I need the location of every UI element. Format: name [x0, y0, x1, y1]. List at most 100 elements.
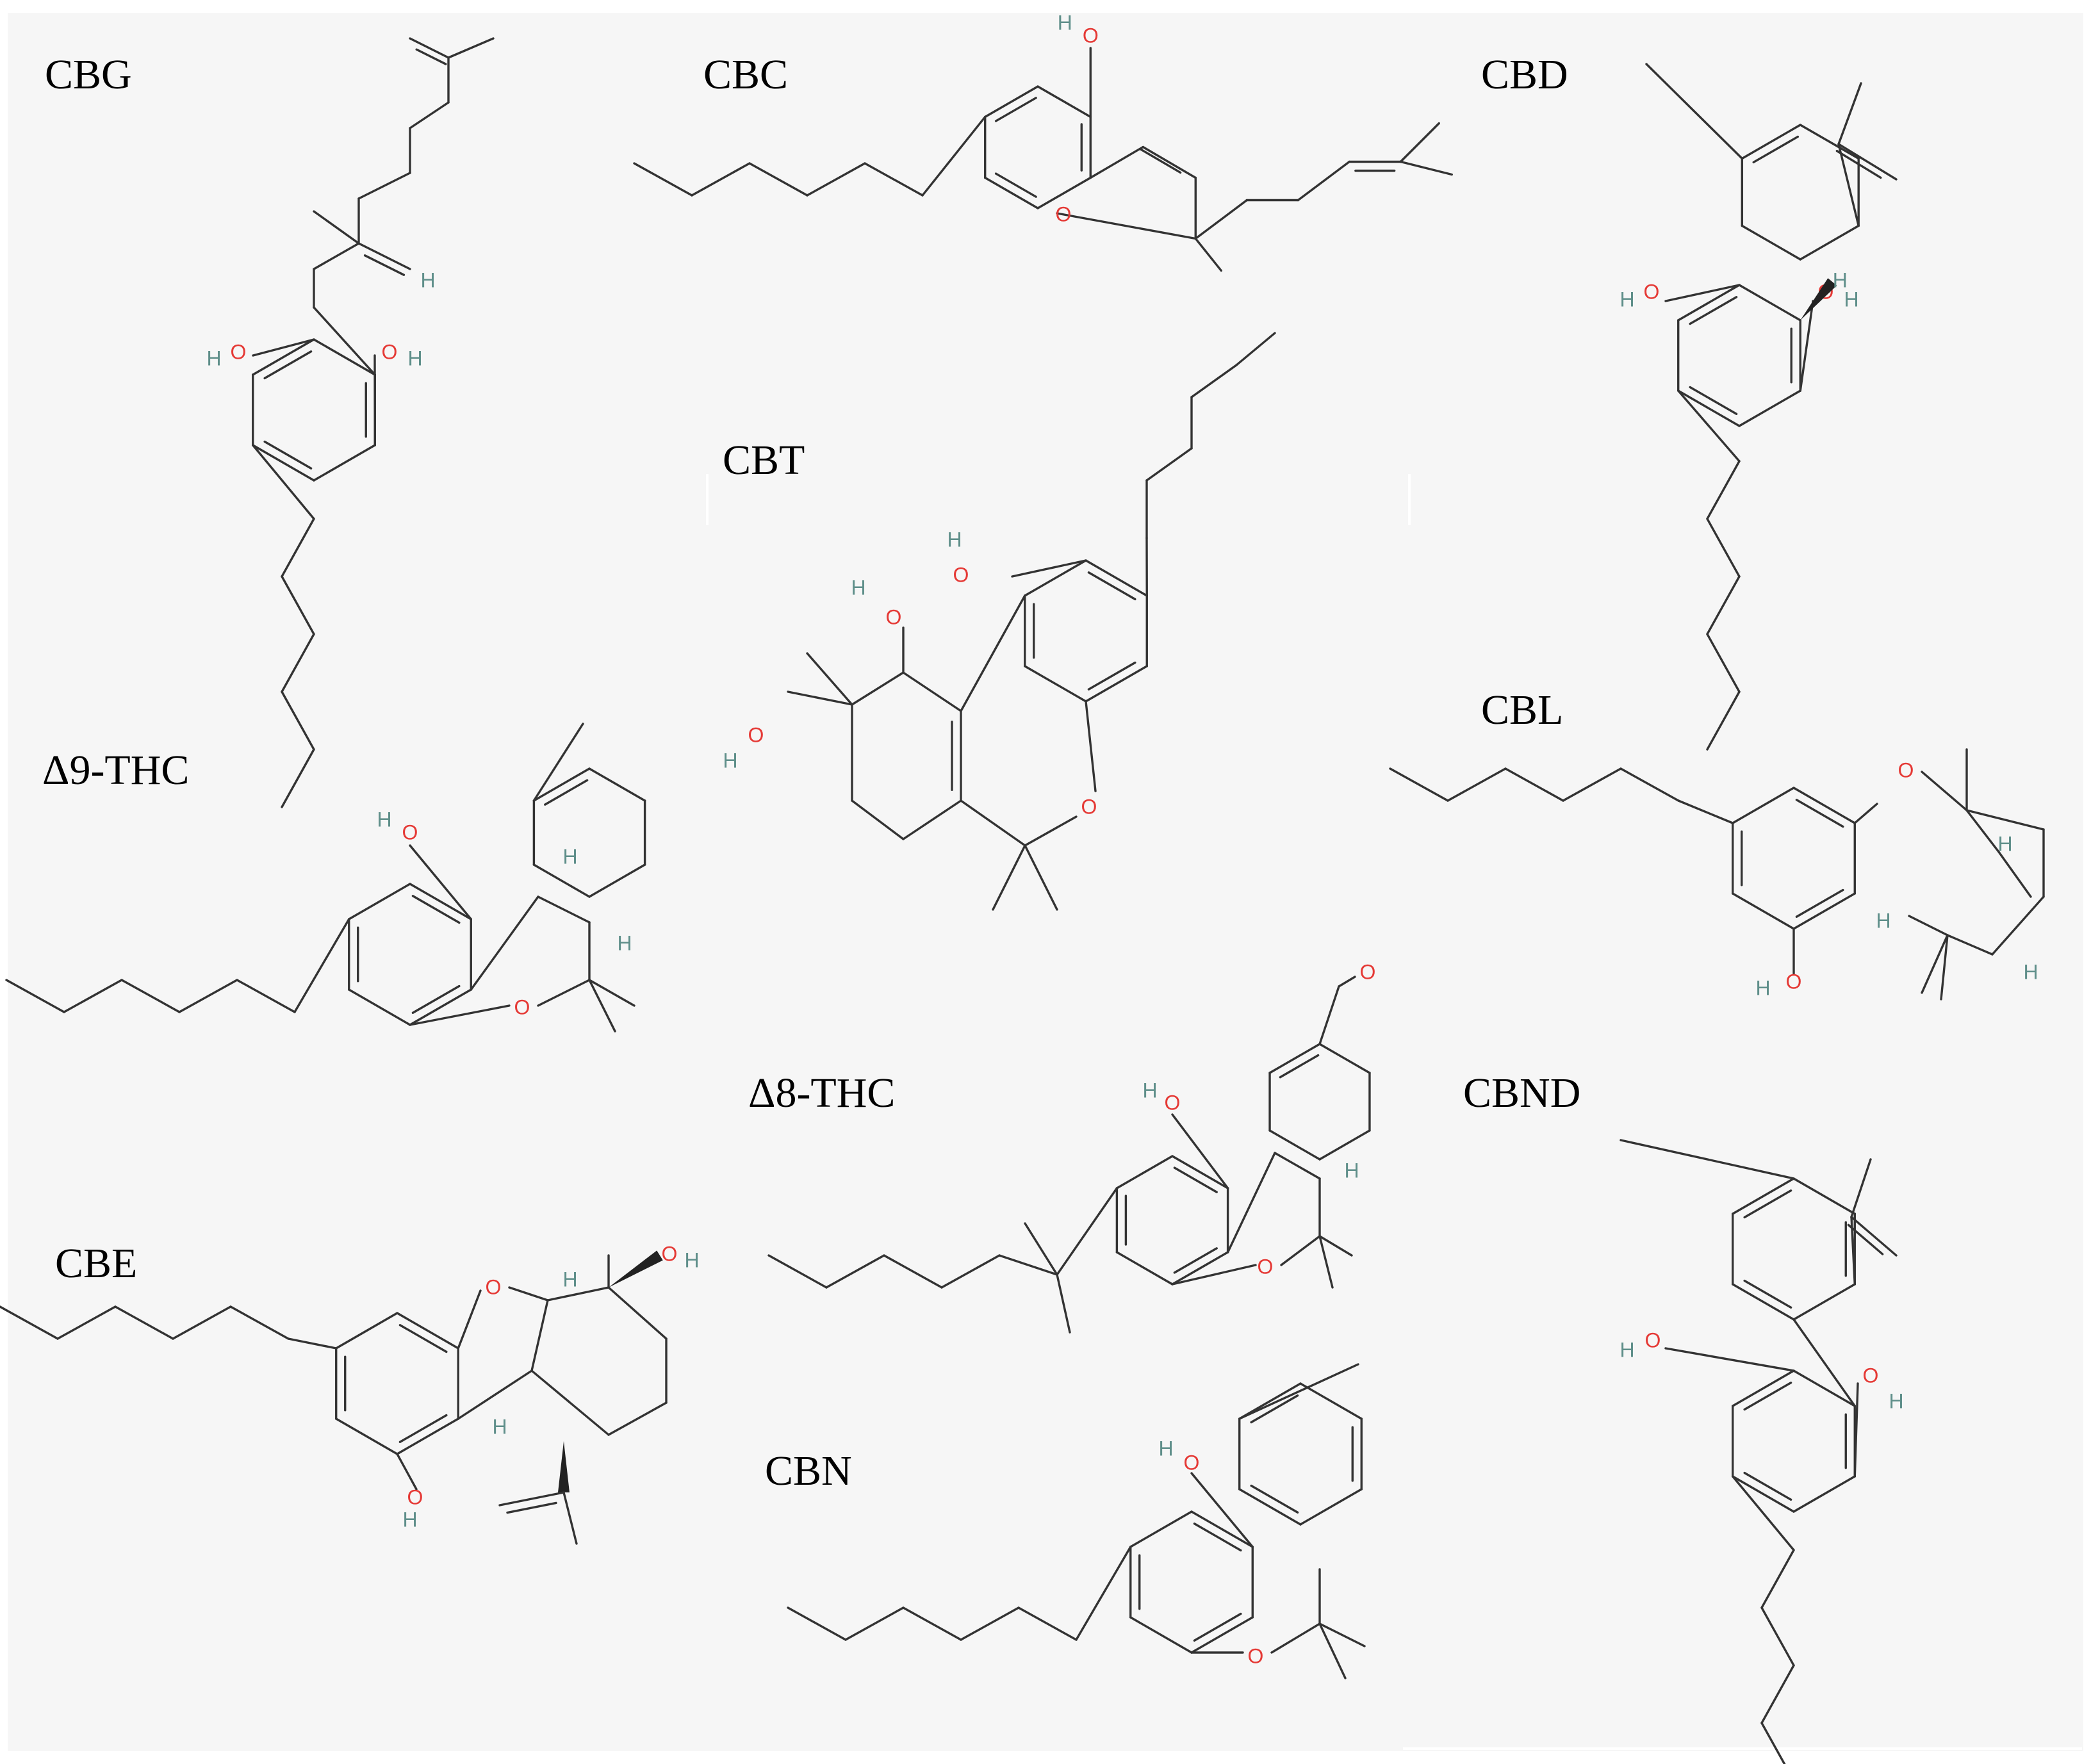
- hydrogen-atom: H: [851, 576, 865, 599]
- bond: [313, 306, 376, 376]
- bond: [1318, 1622, 1347, 1679]
- bond: [1760, 1722, 1786, 1764]
- bond: [1921, 771, 1968, 812]
- bond: [532, 863, 591, 898]
- bond: [1145, 447, 1193, 482]
- double-bond: [1847, 1223, 1884, 1255]
- bond: [1297, 160, 1350, 202]
- double-bond: [1795, 888, 1844, 918]
- bond: [252, 338, 315, 376]
- oxygen-atom: O: [1644, 280, 1660, 303]
- bond: [1792, 1318, 1856, 1407]
- bond: [409, 37, 450, 59]
- hydrogen-atom: H: [684, 1248, 699, 1271]
- double-bond: [1743, 1382, 1792, 1411]
- bond: [1760, 1549, 1795, 1609]
- oxygen-atom: O: [1081, 795, 1097, 818]
- bond: [1299, 1382, 1363, 1420]
- double-bond: [411, 984, 461, 1014]
- bond: [63, 979, 123, 1013]
- bond: [902, 671, 962, 712]
- wedge-bond: [1800, 278, 1837, 320]
- bond: [767, 1254, 828, 1289]
- bond: [1338, 976, 1356, 988]
- bond: [1792, 1475, 1856, 1513]
- hydrogen-atom: H: [1889, 1389, 1903, 1412]
- bond: [532, 723, 584, 802]
- double-bond: [263, 440, 313, 470]
- bond: [1760, 1606, 1795, 1667]
- oxygen-atom: O: [382, 340, 398, 363]
- compound-name-cbc: CBC: [703, 51, 788, 98]
- bond: [825, 1254, 885, 1289]
- hydrogen-atom: H: [1158, 1437, 1173, 1460]
- bond: [313, 444, 376, 482]
- double-bond: [1743, 1279, 1792, 1309]
- bond: [1268, 1129, 1321, 1161]
- bond: [806, 162, 866, 197]
- bond: [1299, 1488, 1363, 1526]
- bond: [470, 895, 539, 991]
- bond: [1085, 700, 1097, 792]
- bond: [1732, 1283, 1795, 1321]
- bond: [1274, 1152, 1321, 1180]
- bond: [960, 594, 1026, 712]
- bond: [409, 883, 472, 920]
- bond: [1447, 767, 1507, 802]
- oxygen-atom: O: [748, 723, 764, 746]
- bond: [229, 1305, 290, 1340]
- bond: [1056, 212, 1197, 240]
- bond: [0, 1305, 59, 1340]
- bond: [1024, 815, 1078, 847]
- oxygen-atom: O: [1056, 202, 1072, 225]
- bond: [1792, 892, 1856, 930]
- oxygen-atom: O: [1898, 758, 1914, 781]
- bond: [1799, 224, 1860, 261]
- bond: [1268, 1043, 1321, 1074]
- bond: [633, 162, 693, 197]
- oxygen-atom: O: [662, 1242, 678, 1265]
- bond: [498, 1491, 565, 1507]
- hydrogen-atom: H: [402, 1508, 417, 1531]
- double-bond: [1835, 149, 1882, 179]
- bond: [1991, 895, 2045, 956]
- bond: [396, 1417, 459, 1455]
- bond: [1171, 1264, 1257, 1286]
- bond: [1792, 1283, 1856, 1321]
- bond: [1792, 1369, 1856, 1407]
- bond: [1238, 1363, 1359, 1420]
- bond: [984, 176, 1039, 209]
- bond: [588, 979, 636, 1007]
- hydrogen-atom: H: [420, 268, 435, 291]
- hydrogen-atom: H: [1876, 909, 1890, 932]
- bond: [1142, 145, 1197, 179]
- compound-name-d8thc: Δ8-THC: [748, 1070, 895, 1116]
- bond: [1732, 892, 1795, 930]
- hydrogen-atom: H: [1997, 832, 2012, 855]
- compound-name-cbg: CBG: [45, 51, 132, 98]
- bond: [851, 799, 905, 840]
- oxygen-atom: O: [407, 1485, 423, 1508]
- bond: [1853, 803, 1878, 824]
- bond: [1741, 224, 1801, 261]
- bond: [508, 1286, 549, 1302]
- oxygen-atom: O: [1258, 1255, 1274, 1278]
- hydrogen-atom: H: [947, 528, 962, 551]
- hydrogen-atom: H: [1620, 288, 1634, 311]
- hydrogen-atom: H: [1833, 268, 1848, 291]
- bond: [1997, 851, 2032, 898]
- bond: [607, 1286, 668, 1340]
- bond: [1921, 934, 1949, 994]
- bond: [1706, 460, 1741, 520]
- bond: [940, 1254, 1001, 1289]
- double-bond: [506, 1501, 557, 1514]
- bond: [1738, 284, 1801, 322]
- bond: [1318, 985, 1340, 1045]
- bond: [1732, 1177, 1795, 1215]
- double-bond: [1743, 1471, 1792, 1501]
- bond: [1664, 284, 1741, 302]
